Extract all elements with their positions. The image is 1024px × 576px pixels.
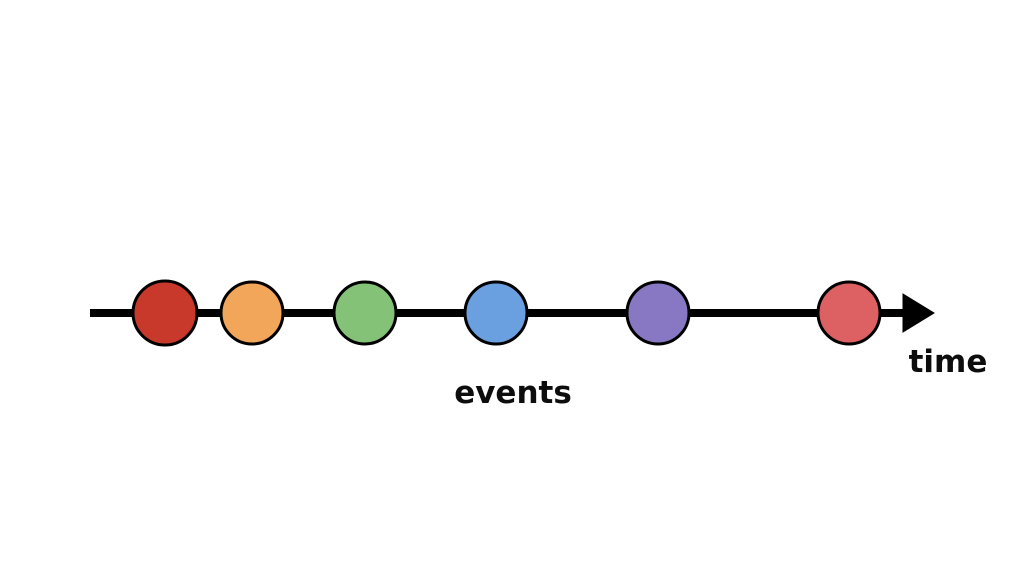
event-nodes-group <box>131 279 882 347</box>
event-node-1[interactable] <box>131 279 199 347</box>
event-node-2[interactable] <box>219 280 285 346</box>
event-node-6[interactable] <box>816 280 882 346</box>
time-arrow-head <box>902 293 935 333</box>
events-label: events <box>454 375 572 411</box>
event-node-5[interactable] <box>625 280 691 346</box>
event-node-3[interactable] <box>332 280 398 346</box>
time-label: time <box>909 344 988 380</box>
event-node-4[interactable] <box>463 280 529 346</box>
